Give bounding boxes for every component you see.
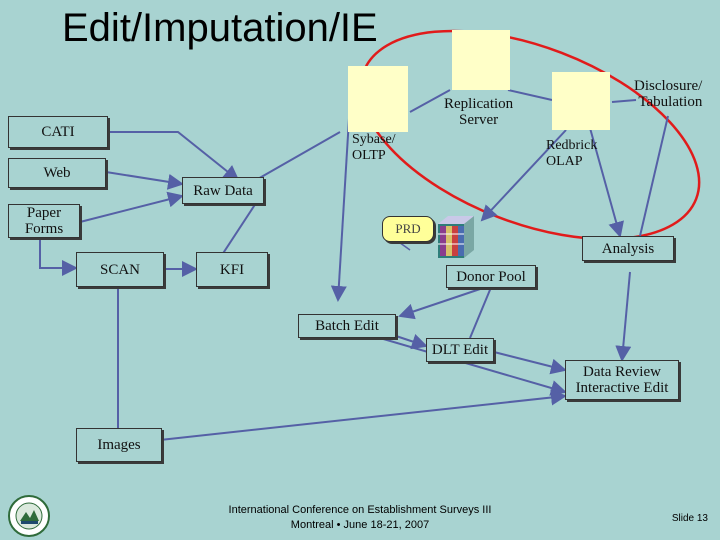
scan-label: SCAN <box>99 261 140 278</box>
data-cube-icon <box>438 216 474 258</box>
footer-line-1: International Conference on Establishmen… <box>228 504 492 516</box>
donor-pool-label: Donor Pool <box>456 268 526 285</box>
footer-line-2: Montreal • June 18-21, 2007 <box>290 519 430 531</box>
dlt-edit-box: DLT Edit <box>426 338 494 362</box>
scan-box: SCAN <box>76 252 164 287</box>
link-analysis-review <box>615 271 632 362</box>
images-label: Images <box>97 437 141 453</box>
link-scan-images <box>117 287 131 439</box>
batch-edit-box: Batch Edit <box>298 314 396 338</box>
link-kfi-rawdata <box>219 202 257 259</box>
link-cati-rawdata <box>108 131 240 182</box>
data-review-label-1: Data Review <box>583 364 661 380</box>
batch-edit-label: Batch Edit <box>315 318 379 334</box>
link-paper-rawdata <box>79 191 184 223</box>
prd-box: PRD <box>382 216 434 242</box>
raw-data-box: Raw Data <box>182 177 264 204</box>
replication-label: Replication Server <box>444 96 514 128</box>
kfi-label: KFI <box>219 261 245 278</box>
images-box: Images <box>76 428 162 462</box>
link-donor-dlt <box>469 284 493 339</box>
analysis-box: Analysis <box>582 236 674 261</box>
link-redbrick-disclosure <box>611 99 637 103</box>
slide-number: Slide 13 <box>671 513 708 524</box>
cati-box: CATI <box>8 116 108 148</box>
paper-forms-label-2: Forms <box>24 221 64 237</box>
link-sybase-replication <box>409 89 451 113</box>
redbrick-label: Redbrick OLAP <box>546 138 598 169</box>
sybase-database-icon <box>348 66 408 132</box>
prd-label: PRD <box>395 221 421 236</box>
disclosure-label: Disclosure/ Tabulation <box>634 78 703 110</box>
link-redbrick-analysis <box>589 127 624 238</box>
link-disclosure-analysis <box>639 115 669 237</box>
paper-forms-label-1: Paper <box>26 205 62 221</box>
raw-data-label: Raw Data <box>193 182 253 199</box>
sybase-label: Sybase/ OLTP <box>352 132 396 163</box>
replication-database-icon <box>452 30 510 90</box>
link-dlt-review <box>493 351 567 375</box>
link-redbrick-prd <box>480 129 567 222</box>
data-review-box: Data Review Interactive Edit <box>565 360 679 400</box>
link-paper-scan <box>39 238 78 276</box>
dlt-edit-label: DLT Edit <box>431 342 489 358</box>
kfi-box: KFI <box>196 252 268 287</box>
analysis-label: Analysis <box>601 240 655 257</box>
donor-pool-box: Donor Pool <box>446 265 536 288</box>
page-title: Edit/Imputation/IE <box>62 6 378 50</box>
link-batch-dlt <box>395 333 428 350</box>
link-donor-batch <box>398 284 493 320</box>
cati-label: CATI <box>41 124 75 140</box>
web-box: Web <box>8 158 106 188</box>
link-batch-review <box>379 337 567 396</box>
link-sybase-batch <box>330 101 351 302</box>
link-web-rawdata <box>105 171 184 190</box>
link-images-review <box>159 389 567 441</box>
conference-logo-icon <box>8 495 50 537</box>
paper-forms-box: Paper Forms <box>8 204 80 238</box>
link-replication-redbrick <box>507 89 553 101</box>
redbrick-database-icon <box>552 72 610 130</box>
data-review-label-2: Interactive Edit <box>575 380 669 396</box>
web-label: Web <box>43 165 71 181</box>
footer-conference-text: International Conference on Establishmen… <box>180 503 540 533</box>
link-rawdata-sybase <box>255 131 341 181</box>
